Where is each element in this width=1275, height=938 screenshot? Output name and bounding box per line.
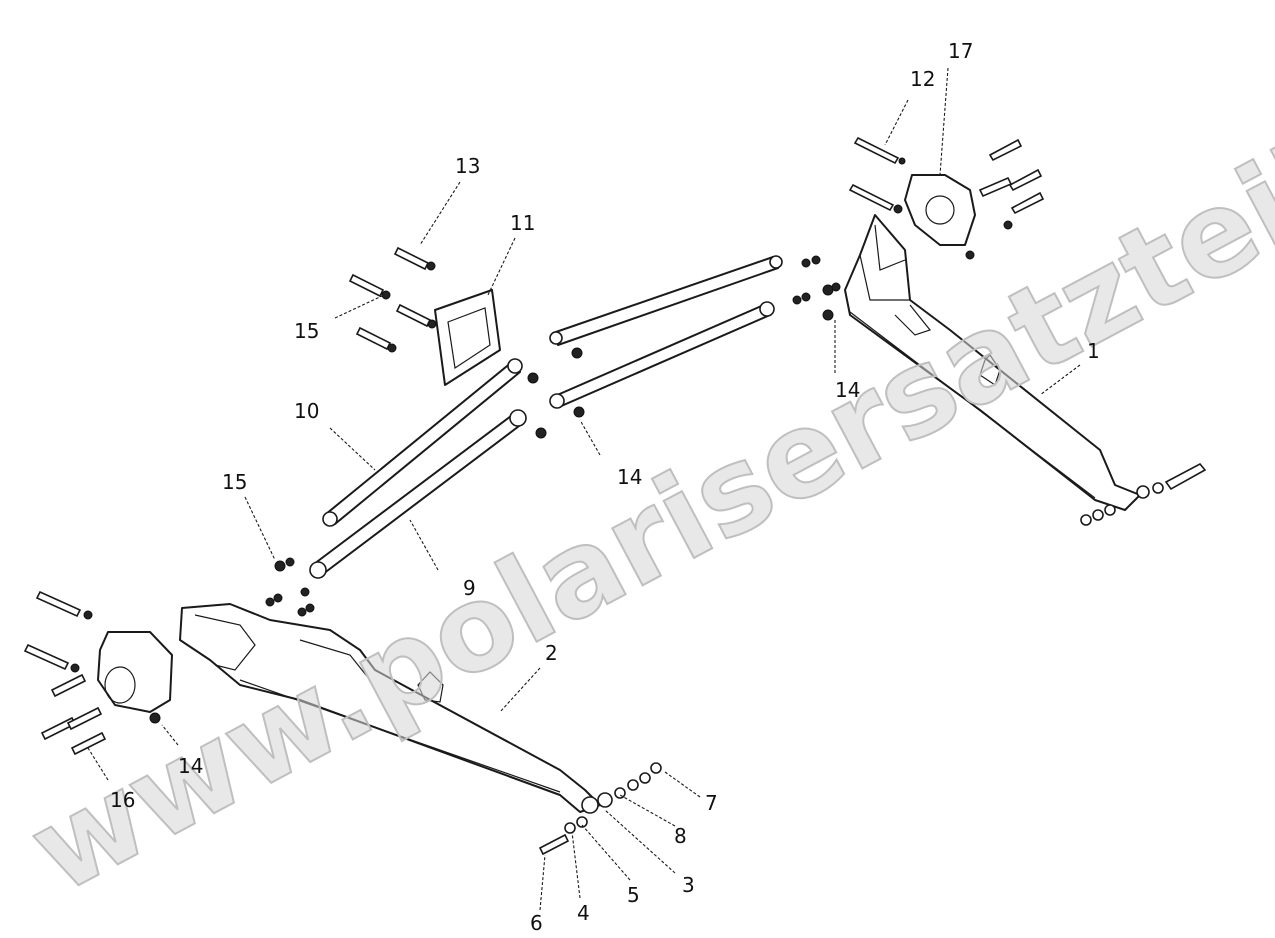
mounting-bracket (348, 246, 501, 386)
right-knuckle (848, 136, 1045, 260)
callout-17: 17 (948, 39, 973, 63)
callout-15-upper: 15 (294, 319, 319, 343)
callout-15-lower: 15 (222, 470, 247, 494)
callout-4: 4 (577, 901, 590, 925)
callout-14-left: 14 (178, 754, 203, 778)
callout-2: 2 (545, 641, 558, 665)
callout-7: 7 (705, 791, 718, 815)
callout-16: 16 (110, 788, 135, 812)
callout-1: 1 (1087, 339, 1100, 363)
callout-11: 11 (510, 211, 535, 235)
right-trailing-arm (844, 214, 1207, 526)
callout-9: 9 (463, 576, 476, 600)
callout-6: 6 (530, 911, 543, 935)
leader-lines (87, 67, 1081, 911)
left-trailing-arm (179, 603, 662, 856)
callout-3: 3 (682, 873, 695, 897)
callout-14-rear: 14 (835, 378, 860, 402)
callout-14-mid: 14 (617, 465, 642, 489)
callout-13: 13 (455, 154, 480, 178)
callout-10: 10 (294, 399, 319, 423)
callout-labels: 1 2 3 4 5 6 7 8 9 10 11 12 13 14 14 14 1… (110, 39, 1100, 935)
control-rods (265, 255, 841, 617)
left-knuckle (23, 590, 173, 756)
callout-5: 5 (627, 883, 640, 907)
callout-8: 8 (674, 824, 687, 848)
callout-12: 12 (910, 67, 935, 91)
